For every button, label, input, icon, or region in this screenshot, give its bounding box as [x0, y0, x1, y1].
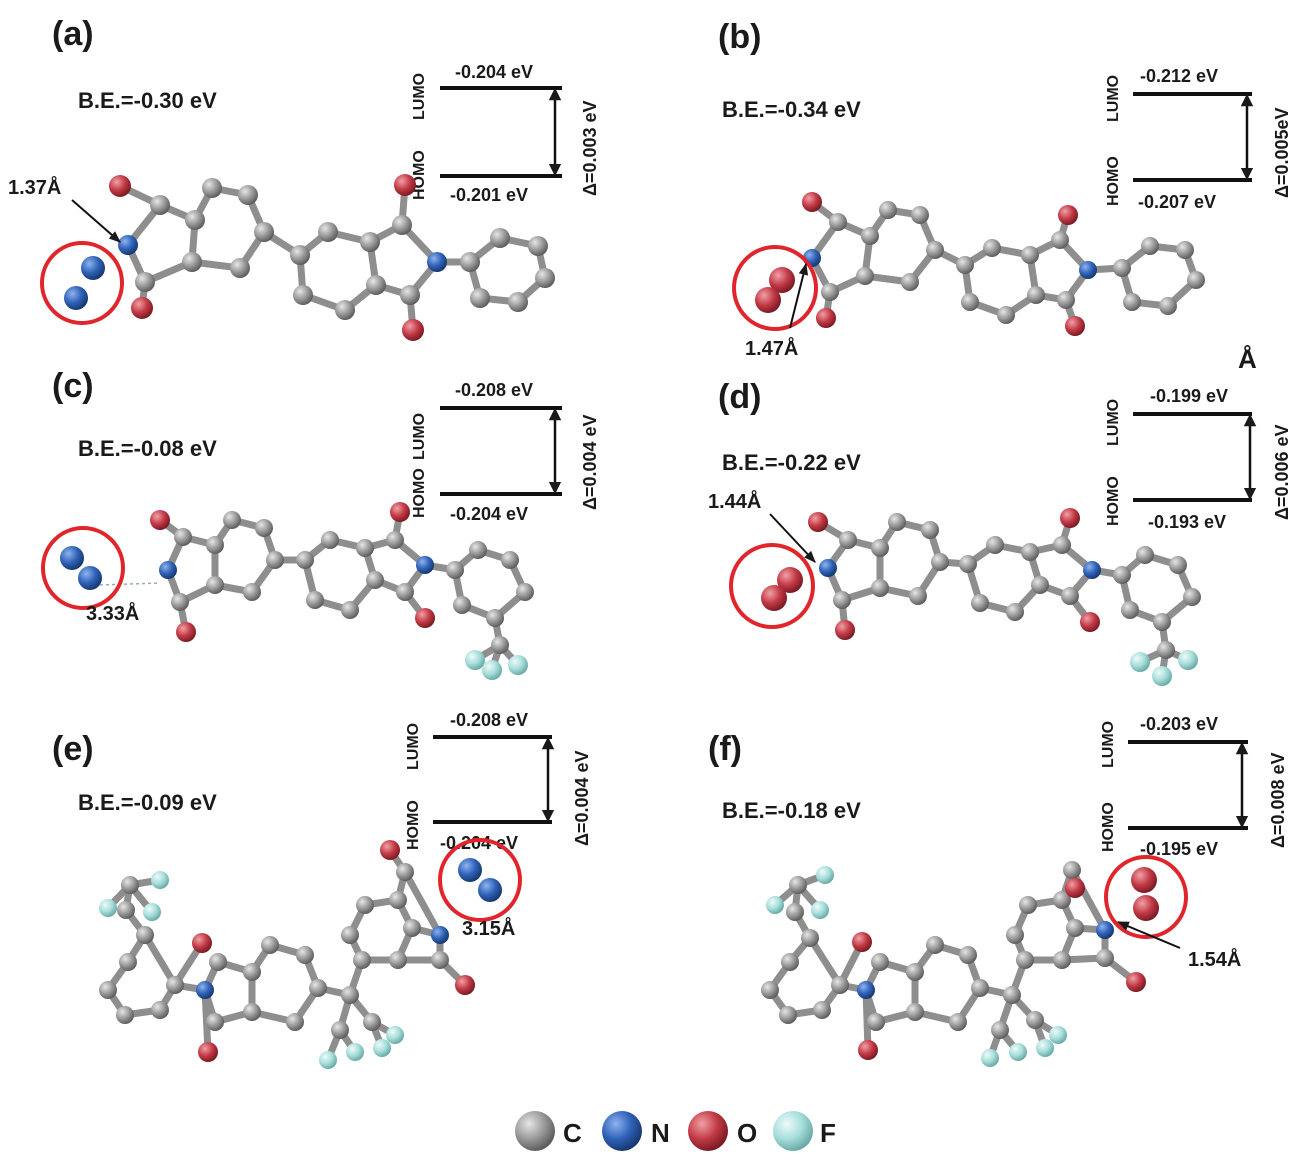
panel-c-label: (c)	[52, 367, 94, 405]
panel-f-adsorbate	[1131, 867, 1159, 921]
panel-d: (d) B.E.=-0.22 eV LUMO HOMO -0.199 eV -0…	[708, 378, 1292, 686]
panel-e-homo-axis-label: HOMO	[405, 800, 422, 850]
panel-a-binding-energy: B.E.=-0.30 eV	[78, 88, 217, 113]
panel-b-energy-diagram: LUMO HOMO -0.212 eV -0.207 eV Δ=0.005eV	[1105, 66, 1292, 212]
legend-fluorine-swatch	[773, 1111, 813, 1151]
legend-oxygen: O	[688, 1111, 757, 1151]
panel-c-distance-line	[99, 582, 161, 586]
panel-b-distance-arrow	[789, 262, 809, 329]
panel-a-adsorbate	[64, 256, 105, 310]
panel-b-lumo-value: -0.212 eV	[1140, 66, 1218, 86]
panel-c-homo-value: -0.204 eV	[450, 504, 528, 524]
panel-f-distance-arrow	[1116, 921, 1181, 949]
panel-d-gap-value: Δ=0.006 eV	[1272, 424, 1292, 520]
panel-f: (f) B.E.=-0.18 eV LUMO HOMO -0.203 eV -0…	[708, 714, 1288, 1067]
panel-f-binding-energy: B.E.=-0.18 eV	[722, 798, 861, 823]
panel-e-binding-energy: B.E.=-0.09 eV	[78, 790, 217, 815]
panel-b-distance: 1.47Å	[745, 336, 798, 360]
legend-nitrogen: N	[602, 1111, 670, 1151]
panel-c: (c) B.E.=-0.08 eV LUMO HOMO -0.208 eV -0…	[41, 367, 600, 680]
panel-e-distance: 3.15Å	[462, 916, 515, 940]
legend-carbon-swatch	[515, 1111, 555, 1151]
panel-f-homo-value: -0.195 eV	[1140, 839, 1218, 859]
panel-b-label: (b)	[718, 18, 761, 56]
panel-d-label: (d)	[718, 378, 761, 416]
panel-d-binding-energy: B.E.=-0.22 eV	[722, 450, 861, 475]
panel-b-homo-axis-label: HOMO	[1105, 156, 1122, 206]
panel-a-label: (a)	[52, 15, 94, 53]
panel-f-label: (f)	[708, 730, 742, 768]
panel-f-distance: 1.54Å	[1188, 947, 1241, 971]
legend-oxygen-swatch	[688, 1111, 728, 1151]
panel-f-molecule	[761, 861, 1146, 1067]
panel-c-highlight-circle	[41, 526, 125, 610]
panel-d-distance: 1.44Å	[708, 489, 761, 513]
panel-c-binding-energy: B.E.=-0.08 eV	[78, 436, 217, 461]
atom-legend: C N O F	[515, 1111, 836, 1151]
panel-b-homo-value: -0.207 eV	[1138, 192, 1216, 212]
panel-f-highlight-circle	[1104, 855, 1188, 939]
panel-b: (b) B.E.=-0.34 eV LUMO HOMO -0.212 eV -0…	[718, 18, 1292, 360]
panel-a-highlight-circle	[40, 241, 124, 325]
panel-c-lumo-value: -0.208 eV	[455, 380, 533, 400]
stray-angstrom-symbol: Å	[1238, 344, 1257, 374]
panel-a-homo-axis-label: HOMO	[411, 150, 428, 200]
panel-b-highlight-circle	[732, 245, 818, 331]
panel-c-adsorbate	[60, 546, 102, 590]
panel-f-gap-value: Δ=0.008 eV	[1268, 752, 1288, 848]
panel-d-adsorbate	[761, 567, 803, 611]
panel-f-lumo-axis-label: LUMO	[1100, 721, 1117, 768]
panel-e-label: (e)	[52, 730, 94, 768]
panel-f-homo-axis-label: HOMO	[1100, 802, 1117, 852]
panel-c-homo-axis-label: HOMO	[411, 468, 428, 518]
panel-e-highlight-circle	[438, 838, 522, 922]
legend-carbon-label: C	[563, 1118, 582, 1148]
panel-a-molecule	[109, 174, 555, 341]
panel-d-homo-axis-label: HOMO	[1105, 476, 1122, 526]
panel-d-lumo-value: -0.199 eV	[1150, 386, 1228, 406]
panel-a: (a) B.E.=-0.30 eV LUMO HOMO -0.204 eV -0…	[8, 15, 600, 341]
panel-f-energy-diagram: LUMO HOMO -0.203 eV -0.195 eV Δ=0.008 eV	[1100, 714, 1288, 859]
legend-nitrogen-label: N	[651, 1118, 670, 1148]
panel-a-distance: 1.37Å	[8, 175, 61, 199]
panel-e-homo-value: -0.204 eV	[440, 833, 518, 853]
panel-f-lumo-value: -0.203 eV	[1140, 714, 1218, 734]
panel-d-distance-arrow	[769, 513, 816, 563]
panel-c-energy-diagram: LUMO HOMO -0.208 eV -0.204 eV Δ=0.004 eV	[411, 380, 600, 524]
panel-a-distance-arrow	[71, 199, 121, 243]
panel-c-lumo-axis-label: LUMO	[411, 413, 428, 460]
panel-c-gap-value: Δ=0.004 eV	[580, 414, 600, 510]
panel-c-distance: 3.33Å	[86, 601, 139, 625]
legend-nitrogen-swatch	[602, 1111, 642, 1151]
panel-a-lumo-value: -0.204 eV	[455, 62, 533, 82]
panel-a-homo-value: -0.201 eV	[450, 185, 528, 205]
panel-d-energy-diagram: LUMO HOMO -0.199 eV -0.193 eV Δ=0.006 eV	[1105, 386, 1292, 532]
panel-d-highlight-circle	[729, 543, 815, 629]
panel-a-energy-diagram: LUMO HOMO -0.204 eV -0.201 eV Δ=0.003 eV	[411, 62, 600, 205]
panel-d-homo-value: -0.193 eV	[1148, 512, 1226, 532]
panel-e-energy-diagram: LUMO HOMO -0.208 eV -0.204 eV Δ=0.004 eV	[405, 710, 592, 853]
legend-carbon: C	[515, 1111, 582, 1151]
panel-c-molecule	[150, 502, 534, 680]
panel-b-adsorbate	[755, 267, 795, 313]
panel-e-gap-value: Δ=0.004 eV	[572, 750, 592, 846]
panel-e-adsorbate	[458, 858, 502, 902]
panel-b-molecule	[802, 192, 1205, 336]
panel-d-lumo-axis-label: LUMO	[1105, 399, 1122, 446]
panel-e-lumo-value: -0.208 eV	[450, 710, 528, 730]
panel-b-gap-value: Δ=0.005eV	[1272, 107, 1292, 198]
panel-e-molecule	[99, 840, 475, 1069]
legend-fluorine: F	[773, 1111, 836, 1151]
legend-fluorine-label: F	[820, 1118, 836, 1148]
panel-e: (e) B.E.=-0.09 eV LUMO HOMO -0.208 eV -0…	[52, 710, 592, 1069]
panel-e-lumo-axis-label: LUMO	[405, 723, 422, 770]
panel-d-molecule	[808, 508, 1201, 686]
legend-oxygen-label: O	[737, 1118, 757, 1148]
panel-b-lumo-axis-label: LUMO	[1105, 75, 1122, 122]
panel-a-lumo-axis-label: LUMO	[411, 73, 428, 120]
panel-b-binding-energy: B.E.=-0.34 eV	[722, 97, 861, 122]
panel-a-gap-value: Δ=0.003 eV	[580, 100, 600, 196]
